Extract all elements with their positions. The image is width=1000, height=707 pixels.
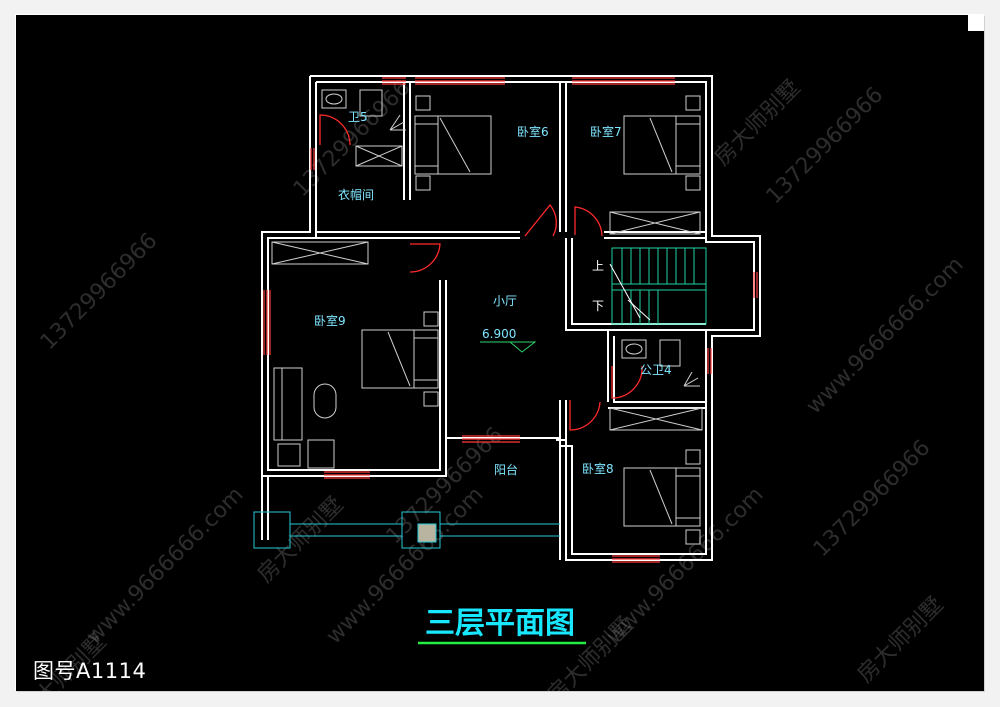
watermark-url: www.9666666.com — [82, 482, 249, 649]
watermark-brand: 房大师别墅 — [853, 592, 948, 687]
room-labels: 卫5 卧室6 卧室7 衣帽间 卧室9 小厅 公卫4 阳台 卧室8 — [314, 110, 672, 477]
room-label-bedroom6: 卧室6 — [517, 124, 549, 139]
drawing-canvas: www.9666666.com www.9666666.com www.9666… — [16, 15, 984, 707]
windows — [263, 77, 758, 563]
stair-down-label: 下 — [592, 299, 604, 313]
room-label-bedroom7: 卧室7 — [590, 124, 622, 139]
floor-plan-drawing: www.9666666.com www.9666666.com www.9666… — [16, 75, 969, 707]
watermark-phone: 13729966966 — [36, 228, 163, 355]
watermark-phone: 13729966966 — [809, 435, 936, 562]
room-label-bedroom9: 卧室9 — [314, 313, 346, 328]
room-label-bath4: 公卫4 — [640, 363, 672, 377]
room-label-bedroom8: 卧室8 — [582, 461, 614, 476]
furniture — [271, 89, 703, 545]
elevation-marker: 6.900 — [480, 327, 537, 353]
pergola — [253, 511, 560, 549]
elevation-text: 6.900 — [482, 327, 516, 341]
frame-corner — [968, 15, 984, 31]
room-label-closet: 衣帽间 — [338, 187, 374, 202]
room-label-balcony: 阳台 — [494, 462, 518, 477]
staircase — [609, 247, 707, 325]
plan-title: 三层平面图 — [425, 606, 575, 641]
stair-up-label: 上 — [592, 259, 604, 273]
doors — [319, 114, 643, 431]
watermark-layer: www.9666666.com www.9666666.com www.9666… — [16, 75, 969, 707]
room-label-bath5: 卫5 — [348, 110, 368, 124]
watermark-brand: 房大师别墅 — [710, 75, 805, 170]
stair-labels: 上 下 — [592, 259, 604, 313]
watermark-url: www.9666666.com — [802, 252, 969, 419]
watermark-phone: 13729966966 — [289, 75, 416, 202]
drawing-number: 图号A1114 — [33, 659, 147, 683]
room-label-hall: 小厅 — [493, 294, 517, 308]
